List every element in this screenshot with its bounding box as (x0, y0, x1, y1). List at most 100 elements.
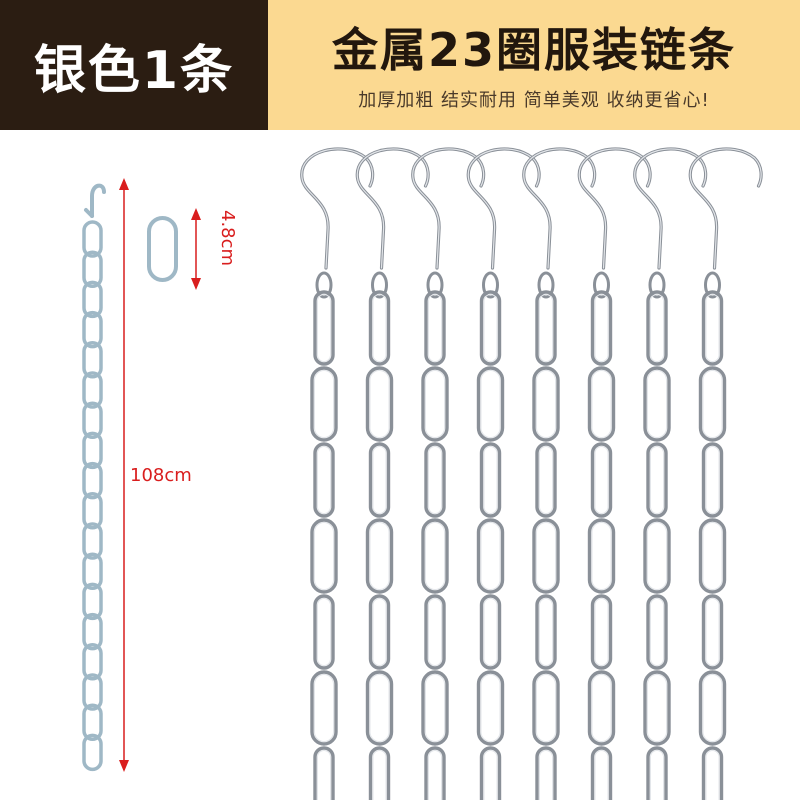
chain-link-icon (310, 366, 338, 442)
title-panel: 金属23圈服装链条 加厚加粗 结实耐用 简单美观 收纳更省心! (268, 0, 800, 130)
chain-link-icon (476, 670, 505, 746)
chain-link-icon (82, 522, 103, 560)
chain-link-icon (82, 250, 103, 288)
chain-link-icon (479, 290, 502, 366)
chain-link-icon (82, 733, 103, 772)
chain-link-icon (310, 518, 338, 594)
product-subtitle: 加厚加粗 结实耐用 简单美观 收纳更省心! (358, 90, 710, 111)
chain-link-icon (587, 518, 616, 594)
hook-icon (300, 147, 375, 270)
link-height-label: 4.8cm (217, 210, 238, 266)
chain-link-icon (535, 442, 557, 518)
chain-link-icon (646, 290, 668, 366)
chain-link-icon (313, 290, 335, 366)
chain-link-icon (479, 442, 502, 518)
color-quantity-badge: 银色1条 (0, 0, 268, 130)
chain-diagram-icon (82, 183, 106, 772)
chain-link-icon (479, 594, 502, 670)
product-diagram: 108cm 4.8cm (82, 147, 763, 800)
chain-link-icon (82, 673, 103, 711)
chain-link-icon (479, 746, 502, 800)
chain-link-icon (368, 442, 391, 518)
metal-chains-photo (300, 147, 763, 800)
chain-link-icon (82, 582, 103, 621)
chain-link-icon (701, 594, 724, 670)
chain-link-icon (532, 518, 560, 594)
chain-link-icon (82, 492, 103, 530)
product-title: 金属23圈服装链条 (331, 23, 736, 77)
chain-link-icon (365, 518, 394, 594)
chain-link-icon (82, 341, 103, 379)
chain-link-icon (590, 290, 613, 366)
total-length-label: 108cm (130, 465, 192, 486)
top-banner: 银色1条 金属23圈服装链条 加厚加粗 结实耐用 简单美观 收纳更省心! (0, 0, 800, 130)
chain-link-icon (535, 746, 557, 800)
metal-chain (522, 147, 597, 800)
arrow-up-icon (191, 208, 201, 220)
chain-link-icon (82, 461, 103, 500)
arrow-down-icon (191, 278, 201, 290)
arrow-up-icon (119, 178, 129, 190)
chain-link-icon (368, 594, 391, 670)
hook-icon (633, 147, 708, 270)
chain-link-icon (313, 594, 335, 670)
chain-link-icon (590, 442, 613, 518)
metal-chain (300, 147, 375, 800)
chain-link-icon (421, 366, 449, 442)
chain-link-icon (643, 518, 671, 594)
chain-link-icon (698, 518, 727, 594)
hook-icon (466, 147, 541, 270)
chain-link-icon (535, 594, 557, 670)
metal-chain (688, 147, 763, 800)
chain-link-icon (368, 746, 391, 800)
chain-link-icon (476, 366, 505, 442)
chain-link-icon (82, 220, 103, 258)
chain-link-icon (424, 442, 446, 518)
chain-link-icon (82, 643, 103, 681)
chain-link-icon (82, 280, 103, 319)
chain-link-icon (310, 670, 338, 746)
chain-link-icon (476, 518, 505, 594)
chain-link-icon (532, 670, 560, 746)
chain-link-icon (368, 290, 391, 366)
chain-link-icon (646, 594, 668, 670)
chain-link-icon (424, 290, 446, 366)
chain-link-icon (701, 442, 724, 518)
chain-link-icon (82, 612, 103, 651)
hook-icon (411, 147, 486, 270)
chain-link-icon (701, 746, 724, 800)
chain-link-icon (82, 552, 103, 590)
chain-link-icon (698, 366, 727, 442)
chain-link-icon (82, 371, 103, 409)
hook-icon (522, 147, 597, 270)
chain-link-icon (643, 670, 671, 746)
chain-link-icon (424, 746, 446, 800)
chain-link-icon (701, 290, 724, 366)
chain-link-icon (424, 594, 446, 670)
metal-chain (577, 147, 652, 800)
chain-link-icon (421, 518, 449, 594)
link-size-diagram: 4.8cm (147, 208, 238, 290)
single-link-icon (147, 216, 178, 282)
hook-icon (688, 147, 763, 270)
chain-link-icon (646, 442, 668, 518)
chain-link-icon (82, 431, 103, 470)
metal-chain (633, 147, 708, 800)
metal-chain (411, 147, 486, 800)
chain-link-icon (698, 670, 727, 746)
chain-link-icon (313, 442, 335, 518)
chain-link-icon (646, 746, 668, 800)
total-length-dimension: 108cm (119, 178, 212, 772)
chain-link-icon (590, 594, 613, 670)
metal-chain (355, 147, 430, 800)
chain-link-icon (643, 366, 671, 442)
chain-link-icon (82, 401, 103, 439)
hook-icon (577, 147, 652, 270)
chain-link-icon (535, 290, 557, 366)
chain-link-icon (587, 670, 616, 746)
chain-link-icon (82, 703, 103, 741)
badge-text: 银色1条 (33, 40, 235, 101)
metal-chain (466, 147, 541, 800)
chain-link-icon (313, 746, 335, 800)
chain-link-icon (587, 366, 616, 442)
